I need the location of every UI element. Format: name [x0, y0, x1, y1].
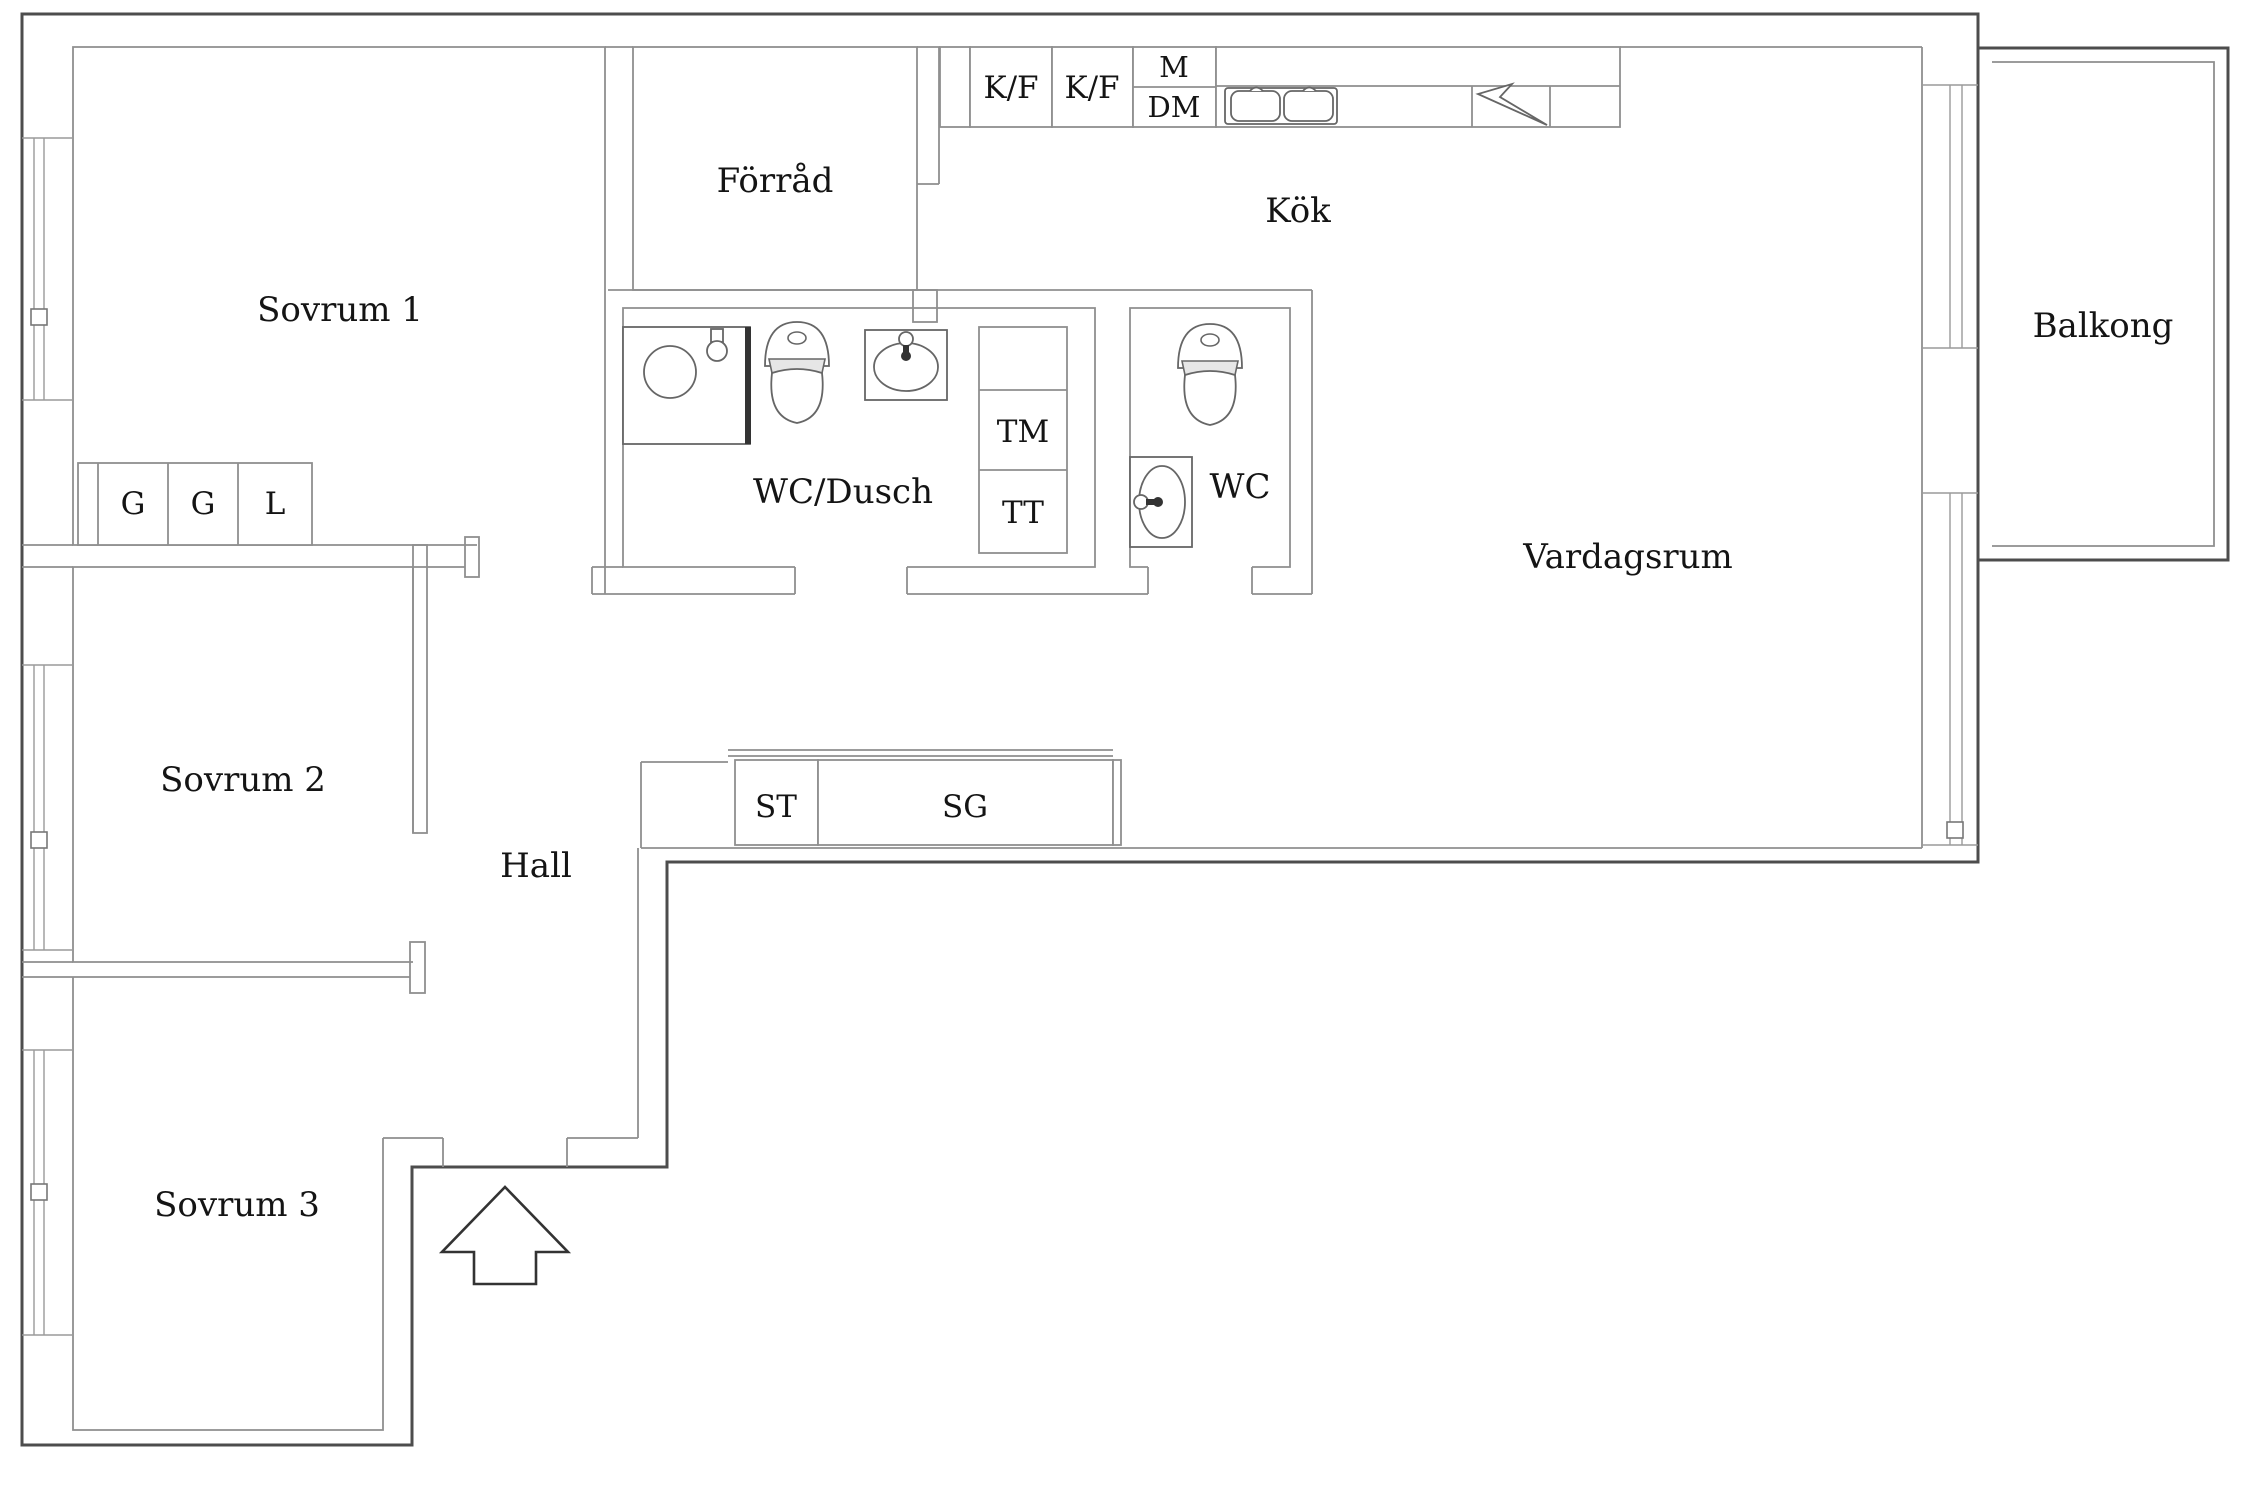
interior-walls [22, 46, 1923, 1431]
label-st: ST [755, 789, 797, 825]
label-g1: G [121, 486, 146, 522]
bathroom-south-wall [591, 545, 1312, 595]
label-kf2: K/F [1064, 70, 1119, 106]
label-sg: SG [942, 789, 988, 825]
laundry-column [978, 326, 1068, 554]
label-wc: WC [1210, 467, 1271, 507]
room-wc-walls [1129, 307, 1291, 568]
kitchen-counter-edge [1216, 85, 1620, 127]
label-sovrum1: Sovrum 1 [257, 290, 423, 330]
label-kok: Kök [1265, 191, 1331, 231]
hall-west-jog-wall [640, 761, 728, 848]
label-m: M [1159, 50, 1189, 84]
room-wcdusch-walls [622, 307, 1096, 568]
partition-cap-1 [464, 536, 480, 578]
label-tm: TM [997, 414, 1049, 450]
label-kf1: K/F [983, 70, 1038, 106]
window-handle-icon [30, 831, 48, 849]
label-forrad: Förråd [717, 161, 834, 201]
sliding-door-track [728, 749, 1113, 757]
window-sovrum2 [22, 664, 73, 951]
closet-row-ggl [77, 462, 313, 546]
label-sovrum2: Sovrum 2 [160, 760, 326, 800]
partition-sovrum1-sovrum2 [22, 544, 465, 568]
window-handle-icon [30, 1183, 48, 1201]
label-sovrum3: Sovrum 3 [154, 1185, 320, 1225]
closet-sg [817, 759, 1114, 846]
label-vardagsrum: Vardagsrum [1522, 537, 1733, 577]
balcony-inner-wall [1992, 61, 2215, 547]
apartment-envelope [20, 12, 1980, 1447]
window-handle-icon [30, 308, 48, 326]
double-bowl-sink-icon [1224, 86, 1338, 125]
partition-sovrum2-sovrum3 [22, 961, 73, 978]
label-dm: DM [1148, 90, 1201, 124]
toilet-icon [764, 321, 830, 424]
label-g2: G [191, 486, 216, 522]
window-sovrum3 [22, 1049, 73, 1336]
closet-row-ggl-dividers [97, 463, 239, 545]
closet-st [734, 759, 819, 846]
toilet-icon [1177, 323, 1243, 426]
kitchen-fridge-freezer-1 [969, 46, 1053, 128]
entrance-arrow-icon [438, 1185, 572, 1286]
room-labels: Sovrum 1 Förråd Kök Balkong WC/Dusch WC … [121, 50, 2174, 1225]
label-balkong: Balkong [2033, 306, 2174, 346]
label-hall: Hall [500, 846, 572, 886]
balcony-outer-wall [1978, 46, 2230, 562]
partition-cap-2 [409, 941, 426, 994]
room-sovrum3-walls [72, 976, 410, 1431]
washbasin-icon [1129, 456, 1193, 548]
balcony-door-window [1922, 84, 1978, 349]
window-handle-icon [1946, 821, 1964, 839]
kitchen-fridge-freezer-2 [1051, 46, 1134, 128]
storage-units [77, 46, 1621, 846]
bathroom-top-wall-stub [912, 289, 938, 323]
window-vardagsrum [1922, 492, 1978, 846]
forrad-kok-wall [917, 47, 940, 185]
sovrum2-right-wall [412, 544, 428, 834]
label-wc-dusch: WC/Dusch [753, 472, 933, 512]
shower-icon [622, 326, 751, 445]
entrance-notch-walls [383, 848, 639, 1167]
windows [22, 84, 1978, 1336]
washbasin-icon [864, 329, 948, 401]
stove-icon [1475, 82, 1548, 126]
fixtures [438, 82, 1548, 1286]
label-l: L [265, 486, 286, 522]
exterior-walls [20, 12, 2230, 1447]
closet-sg-end-post [1112, 759, 1122, 846]
laundry-column-dividers [979, 389, 1067, 471]
kitchen-cabinet-narrow [939, 46, 971, 128]
label-tt: TT [1002, 495, 1044, 531]
window-sovrum1 [22, 137, 73, 401]
